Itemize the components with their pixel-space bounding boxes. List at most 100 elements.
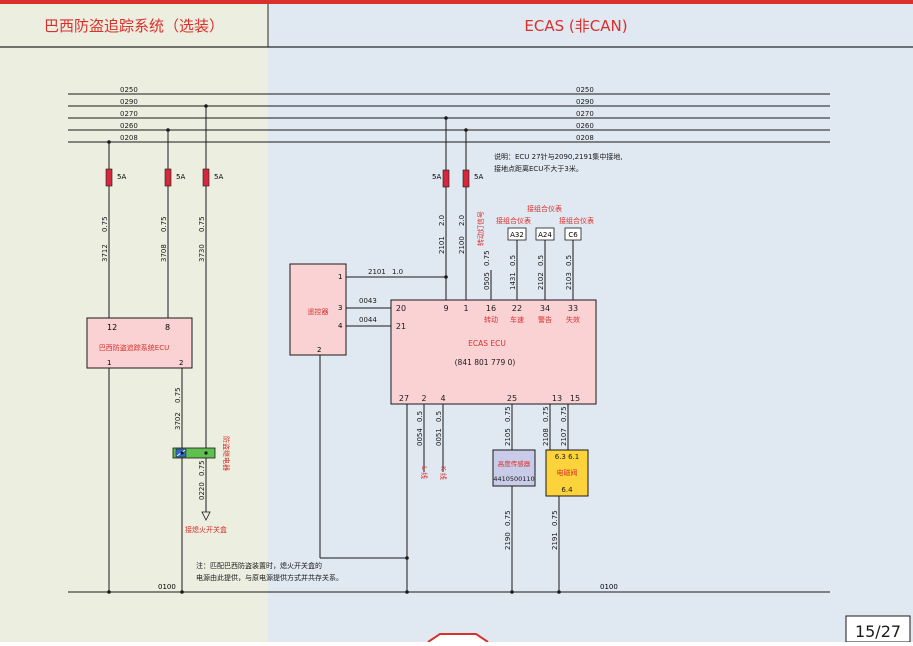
height-sensor: 高度传感器 4410500110 [492,449,536,487]
ecu-pin: 9 [443,304,448,313]
right-section-title: ECAS (非CAN) [524,17,627,35]
cluster-right-label: 接组合仪表 [559,216,594,225]
fuse-icon [202,168,210,187]
wire-number: 2102 [537,272,545,290]
wire-size: 0.75 [551,510,559,526]
note-left-line1: 注：匹配巴西防盗装置时，熄火开关盒的 [196,561,322,570]
wire-size: 0.75 [483,250,491,266]
wire-number: 2101 [368,268,386,276]
wire-number: 3730 [198,244,206,262]
ecu-pin: 34 [540,304,550,313]
remote-pin: 1 [338,273,342,281]
ecu-pin: 1 [463,304,468,313]
wire-number: 0043 [359,297,377,305]
wire-size: 0.75 [160,216,168,232]
bus-label-0250-right: 0250 [576,86,594,94]
cluster-left-label: 接组合仪表 [496,216,531,225]
ecu-pin: 2 [179,359,183,367]
ecu-name: ECAS ECU [468,339,506,348]
ecu-pin: 22 [512,304,522,313]
ecu-pin: 8 [165,323,170,332]
connector-a32 [507,227,527,241]
wire-size: 0.5 [565,255,573,266]
solenoid-pins: 6.3 6.1 [555,453,580,461]
wire-number: 2107 [560,428,568,446]
ecu-pin: 20 [396,304,406,313]
ecu-pin: 1 [107,359,111,367]
ecu-pin: 13 [552,394,562,403]
ecu-pin: 27 [399,394,409,403]
page-number: 15/27 [855,622,901,641]
wire-size: 0.75 [542,406,550,422]
remote-label: 遥控器 [308,307,329,316]
wire-number: 1431 [509,272,517,290]
solenoid-valve: 6.3 6.1 电磁阀 6.4 [545,449,589,497]
fuse-rating: 5A [432,173,441,181]
ecas-ecu: 20 9 1 16 22 34 33 21 转动 车速 警告 失效 ECAS E… [390,299,597,405]
anti-theft-relay: 防盗继电器 接熄火开关盒 [172,436,231,534]
ecu-part-number: (841 801 779 0) [455,358,516,367]
ecu-pin: 15 [570,394,580,403]
note-right-line1: 说明：ECU 27针与2090,2191集中接地, [494,152,623,161]
wire-number: 2101 [438,236,446,254]
connector-a24 [535,227,555,241]
bottom-tab-icon [427,633,489,643]
wire-number: 0505 [483,272,491,290]
wire-number: 3702 [174,412,182,430]
wire-size: 0.75 [198,216,206,232]
ecu-pin-label: 警告 [538,315,552,324]
ground-label-right: 0100 [600,583,618,591]
wire-size: 0.75 [174,387,182,403]
fuse-rating: 5A [176,173,185,181]
ecu-pin: 16 [486,304,496,313]
remote-pin: 3 [338,304,342,312]
note-right-line2: 接地点距离ECU不大于3米。 [494,164,583,173]
k-line-label: K 线 [439,466,448,480]
wire-number: 2190 [504,532,512,550]
wire-number: 2191 [551,532,559,550]
height-sensor-label: 高度传感器 [498,459,531,468]
bus-label-0250: 0250 [120,86,138,94]
fuse-icon [442,169,450,188]
bus-label-0208-right: 0208 [576,134,594,142]
bus-label-0290: 0290 [120,98,138,106]
wire-number: 2105 [504,428,512,446]
wire-size: 0.75 [198,460,206,476]
connector-label: A32 [510,231,524,239]
relay-output-label: 接熄火开关盒 [185,525,227,534]
wire-number: 3712 [101,244,109,262]
left-section-title: 巴西防盗追踪系统（选装） [44,17,224,35]
fuse-icon [105,168,113,187]
ecu-pin-label: 失效 [566,315,580,324]
bus-label-0208: 0208 [120,134,138,142]
connector-c6 [564,227,582,241]
connector-label: A24 [538,231,552,239]
wire-size: 0.5 [435,411,443,422]
fuse-icon [462,169,470,188]
page-number-box [845,615,911,643]
wire-size: 0.75 [101,216,109,232]
ecu-pin: 21 [396,322,406,331]
ground-label: 0100 [158,583,176,591]
fuse-rating: 5A [117,173,126,181]
wire-number: 0220 [198,482,206,500]
wire-size: 2.0 [438,215,446,226]
wire-size: 1.0 [392,268,403,276]
bus-label-0260: 0260 [120,122,138,130]
top-accent-bar [0,0,913,4]
ecu-pin: 33 [568,304,578,313]
bus-label-0270-right: 0270 [576,110,594,118]
ecu-pin: 12 [107,323,117,332]
wire-size: 0.75 [504,510,512,526]
wire-number: 0054 [416,428,424,446]
wire-number: 2103 [565,272,573,290]
remote-controller: 遥控器 1 3 4 2 [289,263,347,356]
bus-label-0270: 0270 [120,110,138,118]
cluster-header-label: 接组合仪表 [527,204,562,213]
wire-number: 3708 [160,244,168,262]
wire-size: 2.0 [458,215,466,226]
solenoid-label: 电磁阀 [557,468,578,477]
fuse-icon [164,168,172,187]
